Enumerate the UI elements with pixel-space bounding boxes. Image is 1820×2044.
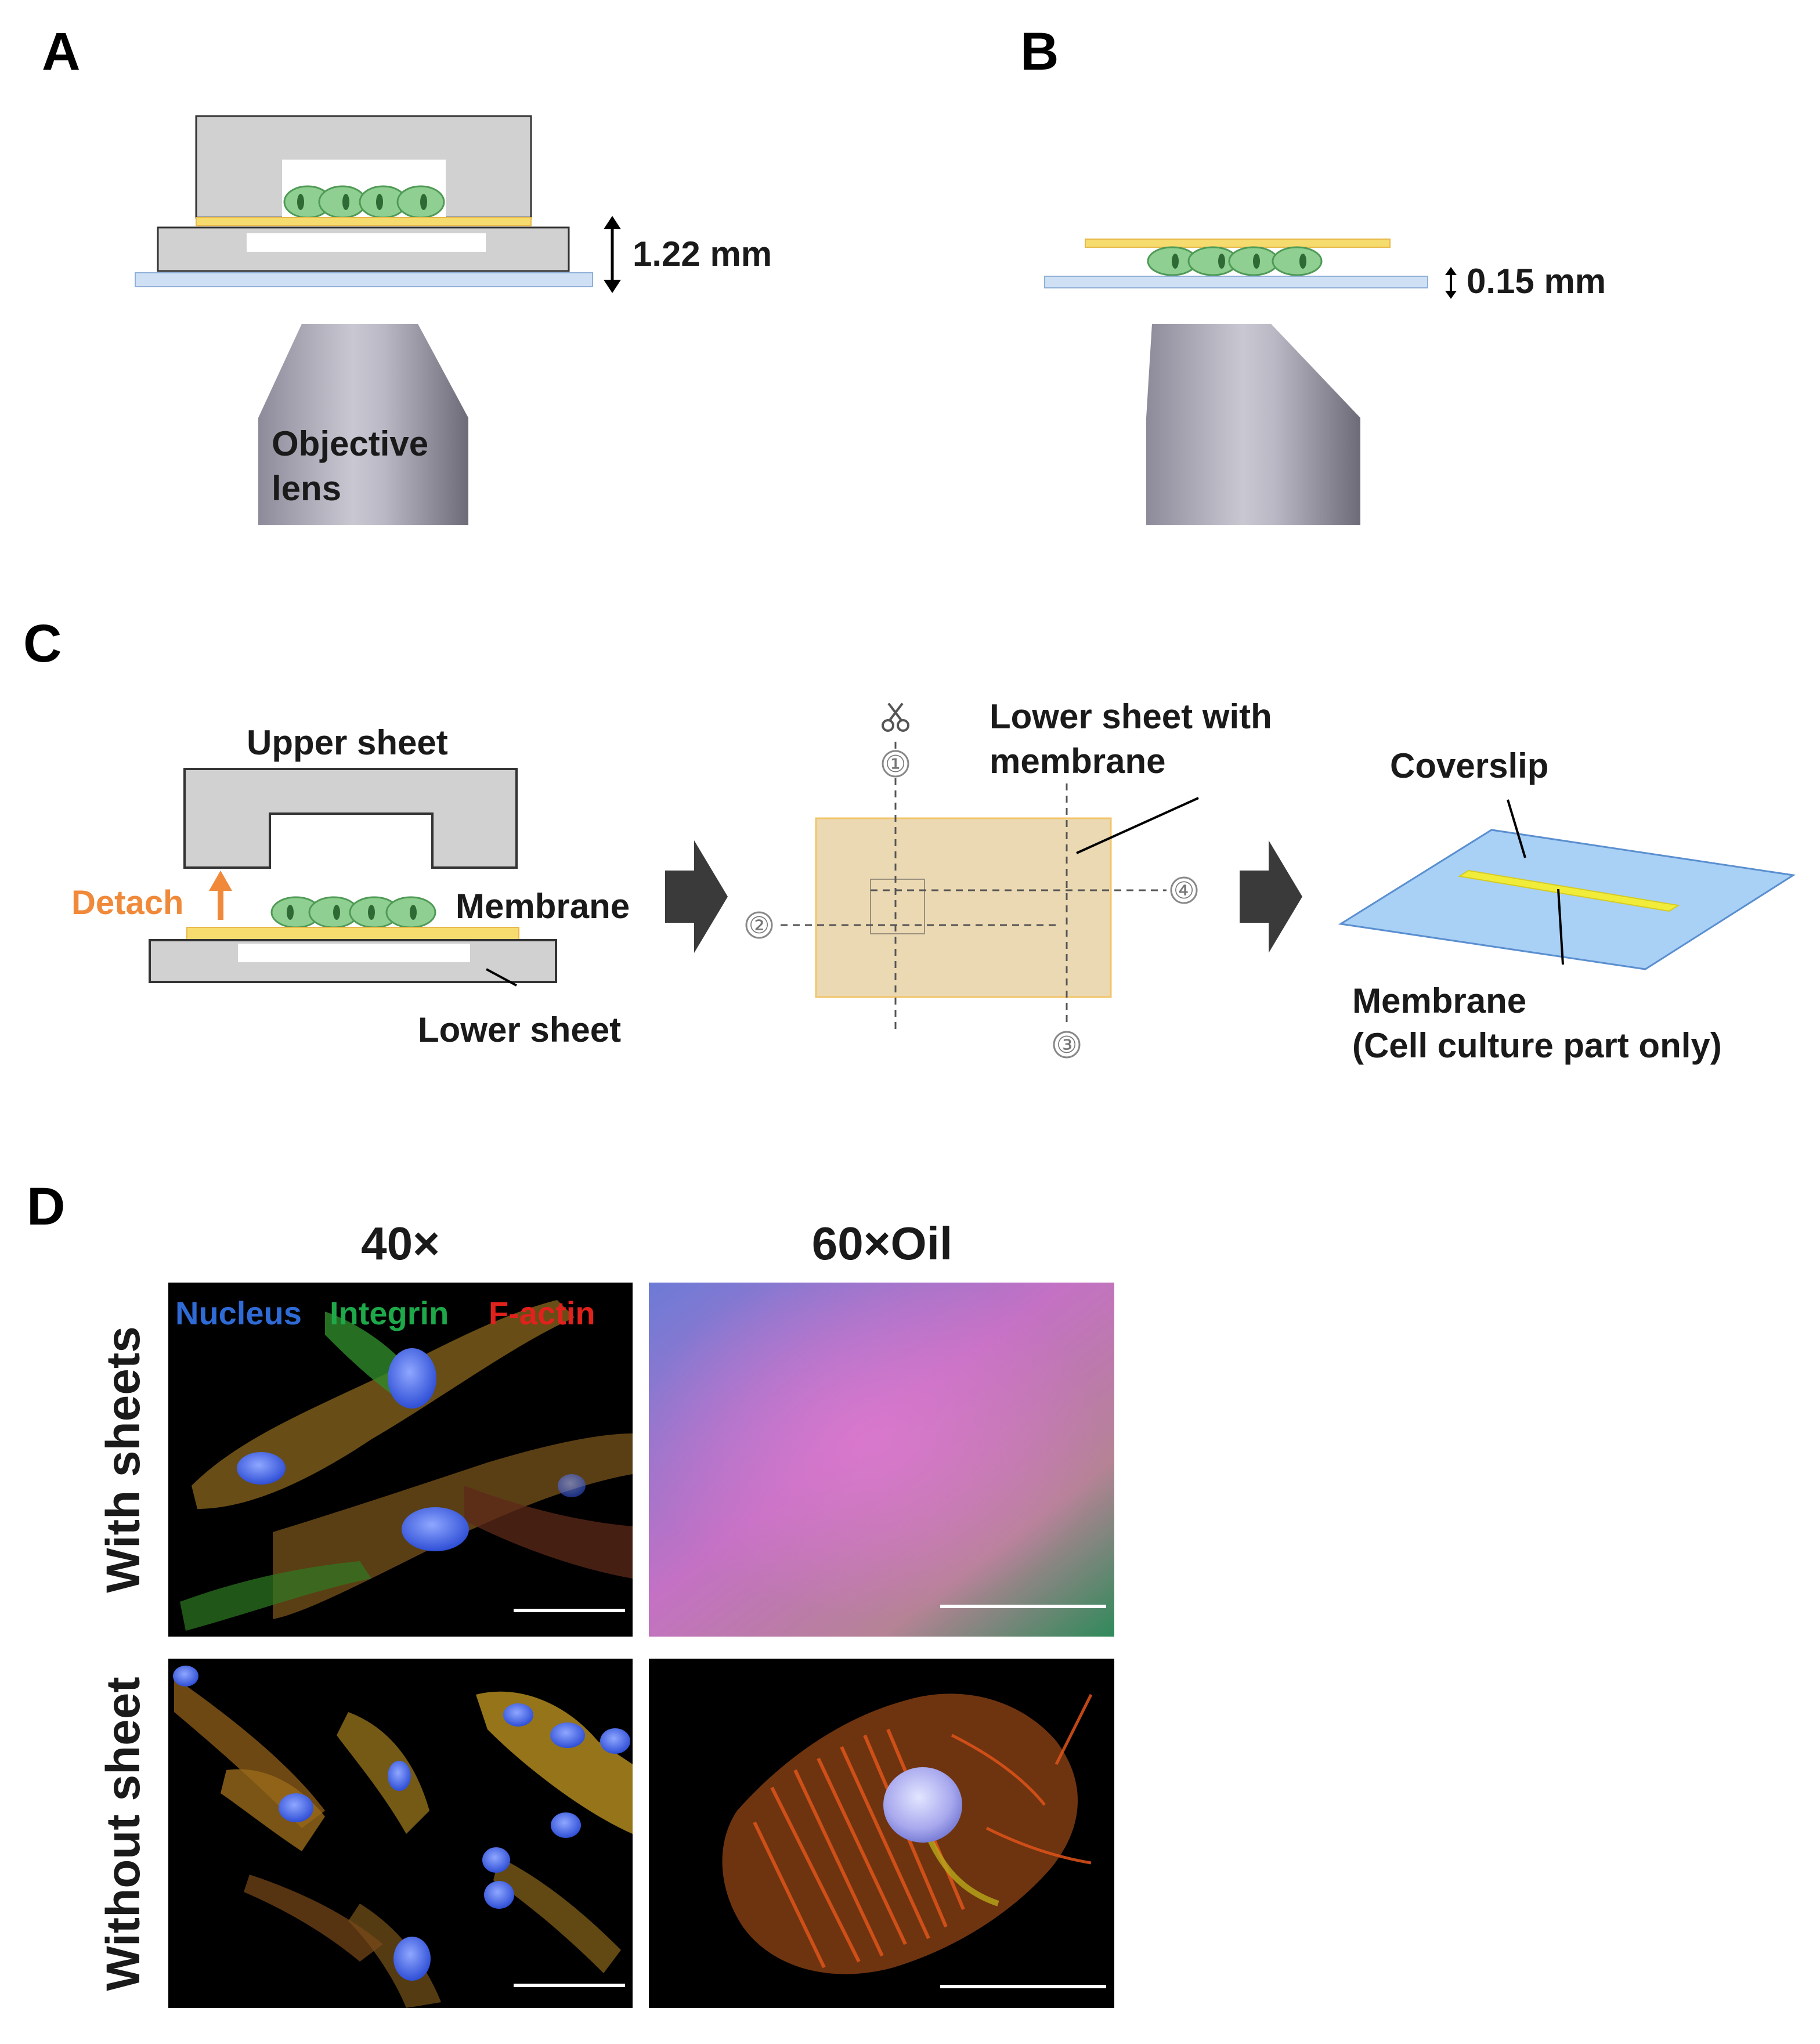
scale-bar [514,1984,625,1987]
micrograph-40x-without-sheet [168,1659,633,2008]
coverslip-leader [1507,799,1526,858]
cut-mark-2: ② [745,911,773,939]
svg-text:①: ① [885,751,906,778]
panel-label-a: A [42,22,80,81]
detach-label: Detach [71,884,183,922]
panel-d-figure: 40× 60×Oil With sheets Without sheet Nuc… [97,1218,1114,2008]
process-arrow [665,840,728,953]
lower-sheet-with-membrane [815,817,1112,998]
column-label-60x-oil: 60×Oil [812,1218,952,1269]
svg-text:②: ② [749,912,770,939]
panel-a-diagram: 1.22 mm Objective lens [135,115,772,525]
membrane-result-label-line2: (Cell culture part only) [1352,1026,1722,1065]
panel-label-c: C [23,614,62,673]
coverslip [1338,829,1796,970]
column-label-40x: 40× [361,1218,440,1269]
stain-label-factin: F-actin [489,1295,595,1331]
objective-lens [1146,324,1360,525]
micrograph-40x-with-sheets: Nucleus Integrin F-actin [168,1283,633,1637]
coverslip [1044,276,1428,288]
micrograph-60x-with-sheets [649,1283,1114,1637]
coverslip [135,272,593,287]
stain-label-nucleus: Nucleus [175,1295,302,1331]
detach-arrow [209,871,232,920]
scale-bar [940,1605,1106,1608]
row-label-without-sheet: Without sheet [97,1677,150,1991]
cell-layer [1147,246,1323,276]
cut-mark-1: ① [882,750,909,778]
cell-layer [283,185,445,219]
membrane-result-leader [1557,889,1564,965]
objective-label-line1: Objective [272,424,428,463]
scale-bar [940,1985,1106,1988]
cut-mark-3: ③ [1053,1031,1081,1059]
scissors-icon [882,702,909,732]
scale-bar [514,1609,625,1612]
cut-window [870,879,925,934]
membrane [186,927,519,941]
lower-sheet-leader [486,968,517,987]
membrane-strip [1458,869,1680,912]
svg-text:③: ③ [1056,1032,1077,1059]
panel-label-b: B [1020,22,1059,81]
membrane [1085,239,1391,248]
cell-layer [270,896,436,929]
membrane-result-label-line1: Membrane [1352,981,1526,1020]
panel-c-diagram: Upper sheet Detach Membrane Lower sheet [71,697,1796,1065]
objective-lens [258,324,468,525]
lower-sheet-with-membrane-label-line1: Lower sheet with [990,697,1272,736]
lower-sheet-window [238,944,470,962]
lower-sheet-label: Lower sheet [418,1010,621,1049]
thickness-label: 0.15 mm [1467,262,1606,301]
cut-mark-4: ④ [1170,876,1198,904]
stain-label-integrin: Integrin [330,1295,449,1331]
lower-sheet-with-membrane-leader [1076,797,1199,854]
upper-sheet [183,768,518,869]
lower-sheet-window [247,233,486,252]
process-arrow [1240,840,1302,953]
svg-text:④: ④ [1173,877,1194,904]
membrane [196,217,532,226]
objective-label-line2: lens [272,469,341,508]
micrograph-60x-without-sheet [649,1659,1114,2008]
row-label-with-sheets: With sheets [97,1326,150,1592]
membrane-label: Membrane [456,887,630,926]
coverslip-label: Coverslip [1390,746,1548,785]
upper-sheet-label: Upper sheet [247,723,448,762]
panel-label-d: D [27,1177,65,1236]
panel-b-diagram: 0.15 mm [1044,239,1606,525]
lower-sheet-with-membrane-label-line2: membrane [990,742,1165,781]
thickness-label: 1.22 mm [633,234,772,273]
